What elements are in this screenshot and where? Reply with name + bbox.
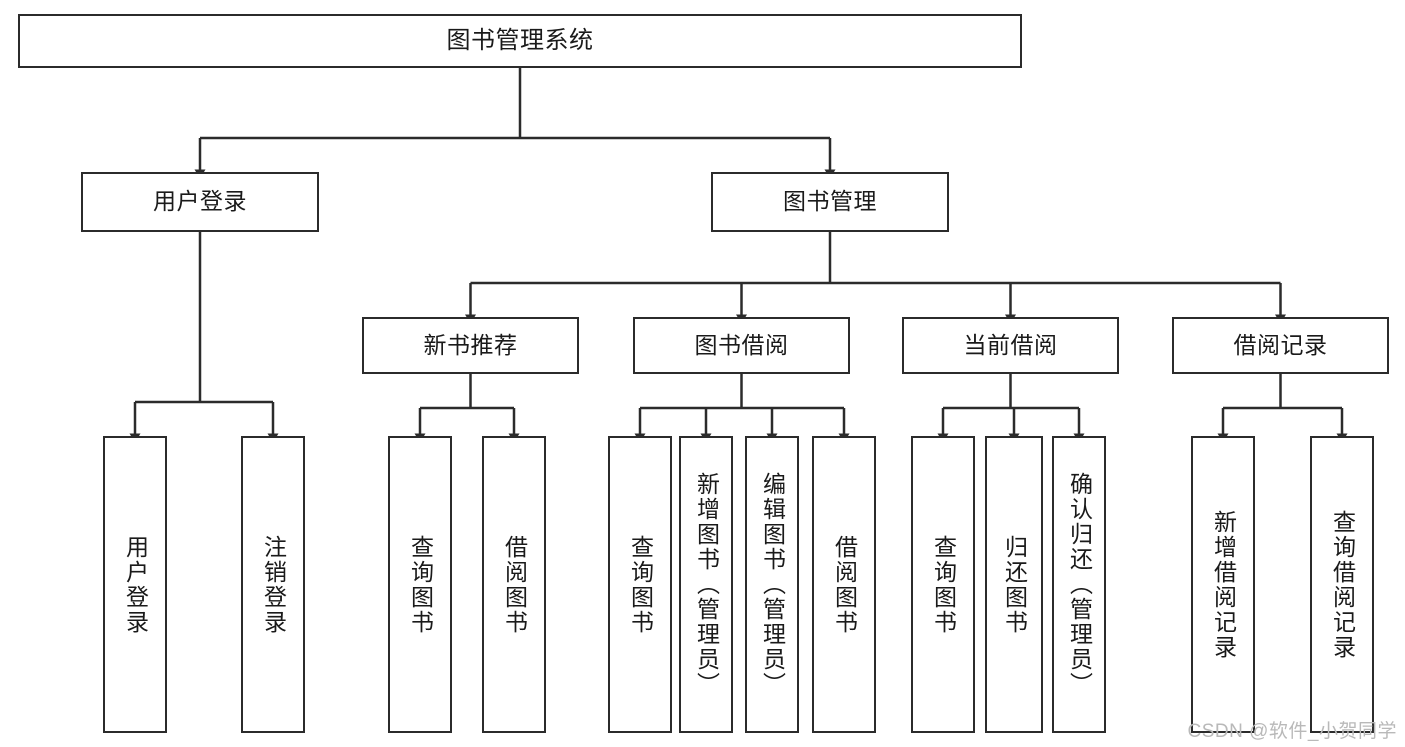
- node-current-borrow[interactable]: 当前借阅: [902, 317, 1119, 374]
- node-borrow-record[interactable]: 借阅记录: [1172, 317, 1389, 374]
- csdn-watermark: CSDN @软件_小贺同学: [1187, 721, 1397, 742]
- node-label-leaf-borrow-2: 借阅图书: [831, 534, 858, 635]
- node-leaf-add-book[interactable]: 新增图书（管理员）: [679, 436, 733, 733]
- node-label-leaf-query-1: 查询图书: [407, 534, 434, 635]
- node-label-leaf-add-rec: 新增借阅记录: [1210, 509, 1237, 660]
- node-leaf-query-3[interactable]: 查询图书: [911, 436, 975, 733]
- node-label-book-borrow: 图书借阅: [694, 331, 789, 358]
- node-leaf-return[interactable]: 归还图书: [985, 436, 1043, 733]
- node-leaf-edit-book[interactable]: 编辑图书（管理员）: [745, 436, 799, 733]
- node-book-manage[interactable]: 图书管理: [711, 172, 949, 232]
- node-leaf-borrow-1[interactable]: 借阅图书: [482, 436, 546, 733]
- node-new-book-rec[interactable]: 新书推荐: [362, 317, 579, 374]
- node-leaf-query-1[interactable]: 查询图书: [388, 436, 452, 733]
- node-label-leaf-query-3: 查询图书: [930, 534, 957, 635]
- node-leaf-user-login[interactable]: 用户登录: [103, 436, 167, 733]
- node-leaf-query-2[interactable]: 查询图书: [608, 436, 672, 733]
- node-book-borrow[interactable]: 图书借阅: [633, 317, 850, 374]
- node-label-root: 图书管理系统: [446, 26, 594, 54]
- node-leaf-logout[interactable]: 注销登录: [241, 436, 305, 733]
- node-label-leaf-add-book: 新增图书（管理员）: [693, 472, 720, 697]
- node-label-leaf-logout: 注销登录: [260, 534, 287, 635]
- node-user-login[interactable]: 用户登录: [81, 172, 319, 232]
- node-label-leaf-confirm: 确认归还（管理员）: [1066, 472, 1093, 697]
- node-leaf-confirm[interactable]: 确认归还（管理员）: [1052, 436, 1106, 733]
- node-label-book-manage: 图书管理: [783, 188, 877, 215]
- node-label-leaf-edit-book: 编辑图书（管理员）: [759, 472, 786, 697]
- node-leaf-query-rec[interactable]: 查询借阅记录: [1310, 436, 1374, 733]
- node-label-leaf-user-login: 用户登录: [122, 534, 149, 635]
- node-label-leaf-return: 归还图书: [1001, 534, 1028, 635]
- node-label-leaf-borrow-1: 借阅图书: [501, 534, 528, 635]
- node-label-new-book-rec: 新书推荐: [423, 331, 518, 358]
- node-root[interactable]: 图书管理系统: [18, 14, 1022, 68]
- node-label-leaf-query-rec: 查询借阅记录: [1329, 509, 1356, 660]
- node-label-borrow-record: 借阅记录: [1233, 331, 1328, 358]
- node-label-leaf-query-2: 查询图书: [627, 534, 654, 635]
- node-leaf-add-rec[interactable]: 新增借阅记录: [1191, 436, 1255, 733]
- node-label-current-borrow: 当前借阅: [963, 331, 1058, 358]
- node-label-user-login: 用户登录: [153, 188, 247, 215]
- node-leaf-borrow-2[interactable]: 借阅图书: [812, 436, 876, 733]
